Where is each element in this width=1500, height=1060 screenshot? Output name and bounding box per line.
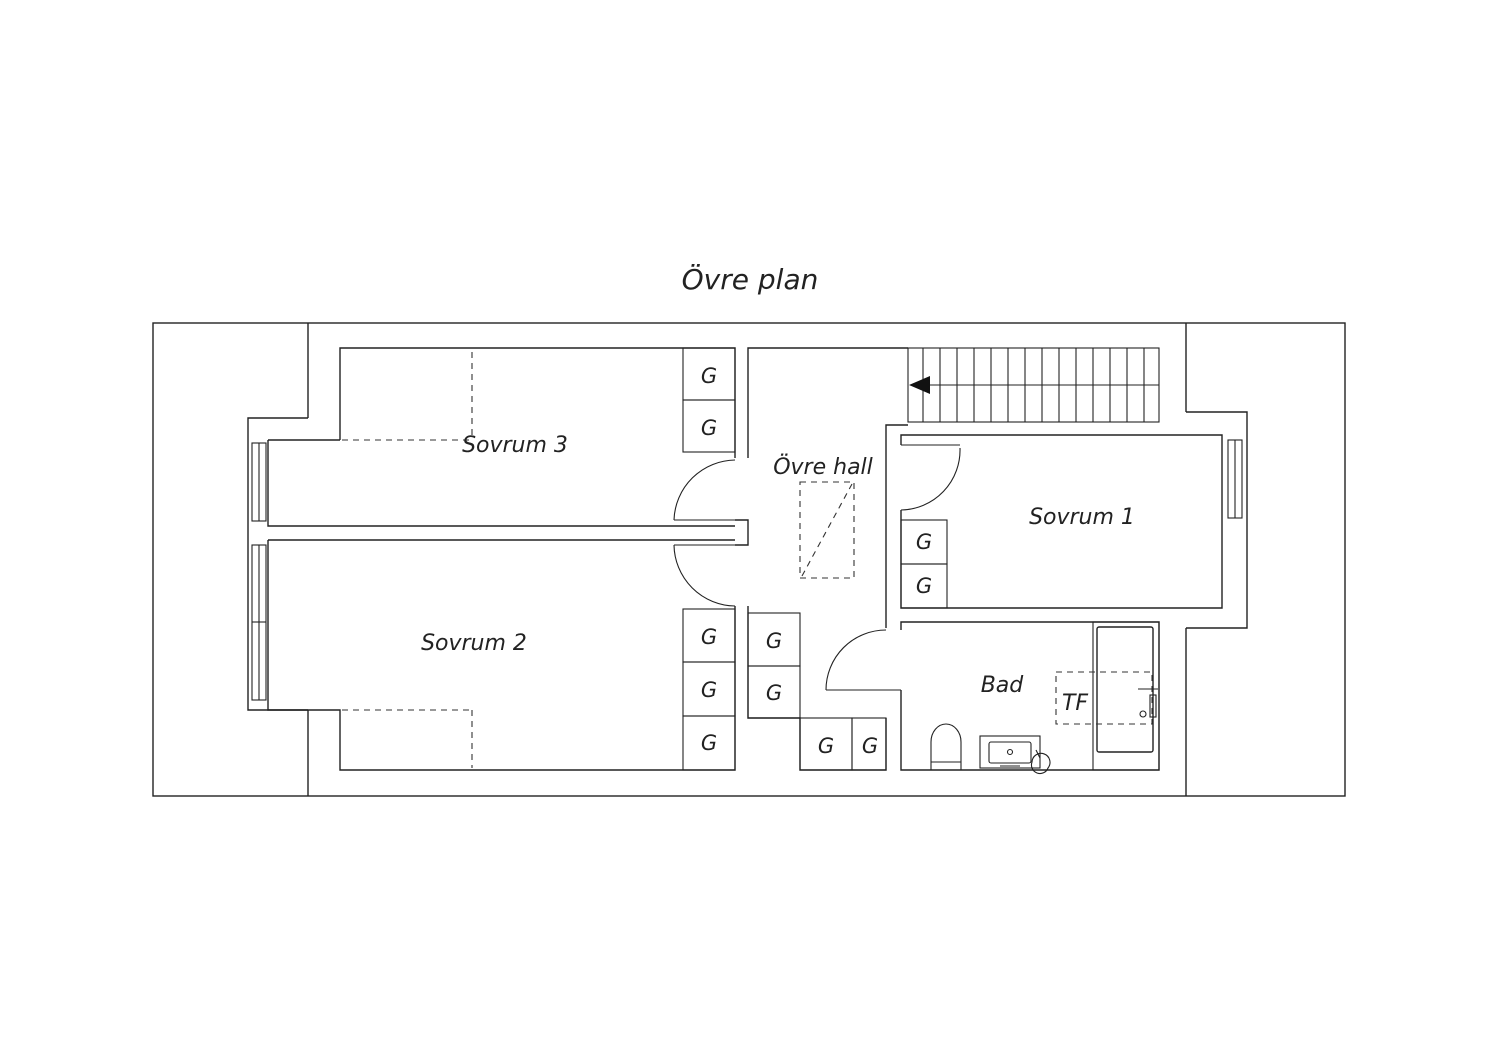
wardrobe-label: G	[818, 734, 834, 758]
exterior-wall-right	[1186, 411, 1248, 629]
plan-title: Övre plan	[682, 262, 819, 296]
window-left-upper	[251, 442, 267, 522]
hall-walls	[735, 347, 908, 771]
wardrobe-label: G	[916, 530, 932, 554]
wardrobe-label: G	[862, 734, 878, 758]
wardrobe-label: G	[701, 625, 717, 649]
staircase	[907, 347, 1160, 423]
wardrobe-label: G	[766, 629, 782, 653]
window-left-lower	[251, 544, 267, 701]
bathtub-icon	[1092, 621, 1160, 771]
label-sovrum-3: Sovrum 3	[462, 433, 568, 458]
sink-icon	[979, 735, 1041, 769]
wardrobe-label: G	[701, 364, 717, 388]
label-ovre-hall: Övre hall	[773, 454, 873, 480]
label-sovrum-1: Sovrum 1	[1029, 505, 1135, 530]
wardrobe-label: G	[701, 416, 717, 440]
toilet-icon	[930, 723, 962, 770]
label-bad: Bad	[981, 673, 1025, 698]
window-right	[1227, 439, 1243, 519]
roof-outline	[152, 322, 1346, 797]
room-sovrum-2	[267, 539, 736, 771]
stair-arrow-icon	[909, 376, 930, 394]
shower-icon	[1030, 749, 1051, 775]
room-bad	[825, 621, 1160, 775]
wardrobe-label: G	[916, 574, 932, 598]
room-sovrum-1	[900, 434, 1223, 609]
wardrobe-label: G	[701, 731, 717, 755]
room-sovrum-3	[267, 347, 736, 527]
label-sovrum-2: Sovrum 2	[421, 631, 527, 656]
wardrobe-label: G	[701, 678, 717, 702]
exterior-wall	[247, 417, 308, 711]
label-tf: TF	[1062, 691, 1088, 716]
wardrobe-label: G	[766, 681, 782, 705]
